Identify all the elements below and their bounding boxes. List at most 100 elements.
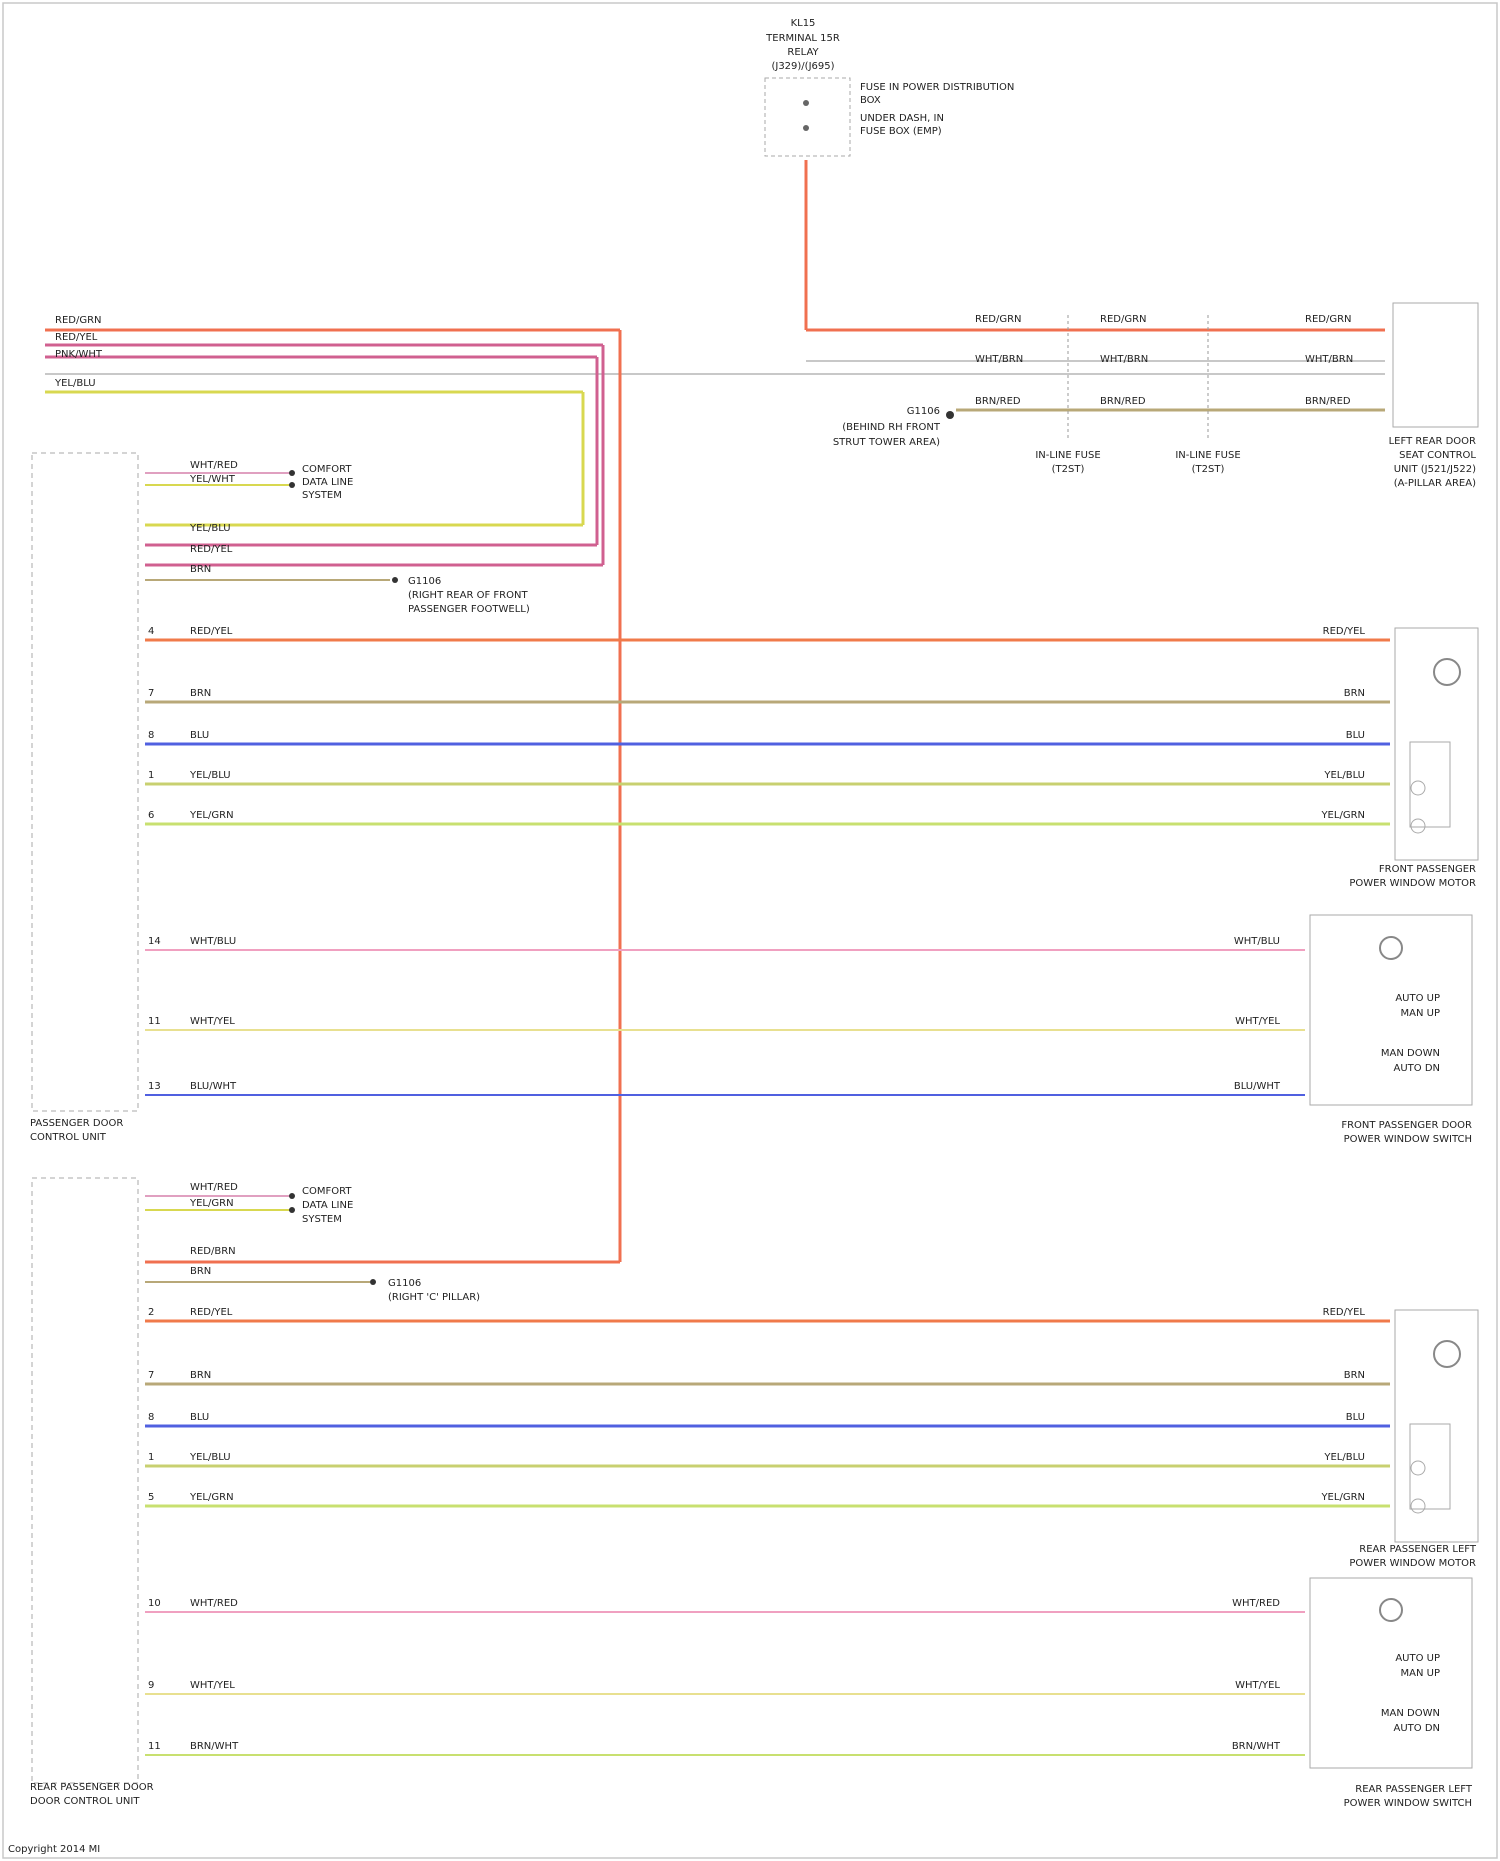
- rear-wire-label-1: RED/YEL: [190, 1307, 233, 1318]
- front-pin-3: 8: [148, 730, 154, 741]
- rear-pin2-1: 10: [148, 1598, 161, 1609]
- rt-l2-a: WHT/BRN: [975, 354, 1023, 365]
- rear-switch-name-1: REAR PASSENGER LEFT: [1355, 1784, 1473, 1795]
- front-door-unit: PASSENGER DOOR CONTROL UNIT WHT/RED YEL/…: [30, 453, 1478, 1145]
- rt-inline-4: (T2ST): [1192, 464, 1225, 475]
- rear-ground-2: (RIGHT 'C' PILLAR): [388, 1292, 480, 1303]
- rt-ground-1: G1106: [907, 406, 940, 417]
- rt-l3-c: BRN/RED: [1305, 396, 1351, 407]
- rear-pin-2: 7: [148, 1370, 154, 1381]
- rt-inline-2: (T2ST): [1052, 464, 1085, 475]
- front-wire-label-4: YEL/BLU: [189, 770, 231, 781]
- rt-l3-b: BRN/RED: [1100, 396, 1146, 407]
- front-unit-box: [32, 453, 138, 1111]
- rear-pin-4: 1: [148, 1452, 154, 1463]
- rear-right-label-3: BLU: [1346, 1412, 1365, 1423]
- rear-pin2-2: 9: [148, 1680, 154, 1691]
- rear-small-dot-2: [289, 1207, 295, 1213]
- front-switch-tag-3: MAN DOWN: [1381, 1048, 1440, 1059]
- rear-wire-label-3: BLU: [190, 1412, 209, 1423]
- front-pin-1: 4: [148, 626, 154, 637]
- rear-switch-box: [1310, 1578, 1472, 1768]
- front-wire2-label-1: WHT/BLU: [190, 936, 236, 947]
- front-switch-tag-1: AUTO UP: [1395, 993, 1440, 1004]
- rear-switch-tag-1: AUTO UP: [1395, 1653, 1440, 1664]
- rear-pin-3: 8: [148, 1412, 154, 1423]
- top-wire-label-1: RED/GRN: [55, 315, 102, 326]
- rear-switch-tag-3: MAN DOWN: [1381, 1708, 1440, 1719]
- front-right-label-3: BLU: [1346, 730, 1365, 741]
- relay-pin-b: [803, 125, 809, 131]
- rt-comp-3: UNIT (J521/J522): [1394, 464, 1476, 475]
- rt-comp-1: LEFT REAR DOOR: [1389, 436, 1476, 447]
- rear-right2-label-2: WHT/YEL: [1235, 1680, 1280, 1691]
- front-mid-label-3: BRN: [190, 564, 211, 575]
- front-small-target-3: SYSTEM: [302, 490, 342, 501]
- rear-motor-name-2: POWER WINDOW MOTOR: [1349, 1558, 1476, 1569]
- front-pin2-3: 13: [148, 1081, 161, 1092]
- front-pin2-1: 14: [148, 936, 161, 947]
- rear-pin-5: 5: [148, 1492, 154, 1503]
- front-pin2-2: 11: [148, 1016, 161, 1027]
- relay-box: [765, 78, 850, 156]
- front-switch-box: [1310, 915, 1472, 1105]
- rear-right-label-4: YEL/BLU: [1323, 1452, 1365, 1463]
- front-ground-2: (RIGHT REAR OF FRONT: [408, 590, 528, 601]
- front-ground-3: PASSENGER FOOTWELL): [408, 604, 530, 615]
- front-small-label-2: YEL/WHT: [189, 474, 236, 485]
- front-switch-name-2: POWER WINDOW SWITCH: [1344, 1134, 1472, 1145]
- copyright-footer: Copyright 2014 MI: [8, 1844, 100, 1855]
- top-wire-label-2: RED/YEL: [55, 332, 98, 343]
- rear-hall-sensor-box: [1410, 1424, 1450, 1509]
- front-sensor-icon-1: [1411, 781, 1425, 795]
- rear-switch-name-2: POWER WINDOW SWITCH: [1344, 1798, 1472, 1809]
- rt-l2-c: WHT/BRN: [1305, 354, 1353, 365]
- rear-motor-name-1: REAR PASSENGER LEFT: [1359, 1544, 1477, 1555]
- front-wire2-label-2: WHT/YEL: [190, 1016, 235, 1027]
- front-wire-label-2: BRN: [190, 688, 211, 699]
- page-border: [3, 3, 1497, 1858]
- relay-note-3: UNDER DASH, IN: [860, 113, 944, 124]
- rear-small-target-2: DATA LINE: [302, 1200, 353, 1211]
- relay-title-4: (J329)/(J695): [771, 61, 834, 72]
- rear-switch-lamp-icon: [1380, 1599, 1402, 1621]
- rear-wire2-label-2: WHT/YEL: [190, 1680, 235, 1691]
- front-small-target-1: COMFORT: [302, 464, 352, 475]
- rt-comp-4: (A-PILLAR AREA): [1394, 478, 1476, 489]
- front-wire-label-1: RED/YEL: [190, 626, 233, 637]
- rear-pin2-3: 11: [148, 1741, 161, 1752]
- front-ground-dot: [392, 577, 398, 583]
- front-right2-label-1: WHT/BLU: [1234, 936, 1280, 947]
- relay-note-2: BOX: [860, 95, 881, 106]
- front-unit-name-1: PASSENGER DOOR: [30, 1118, 123, 1129]
- rear-small-dot-1: [289, 1193, 295, 1199]
- front-motor-name-2: POWER WINDOW MOTOR: [1349, 878, 1476, 889]
- relay-pin-a: [803, 100, 809, 106]
- front-small-target-2: DATA LINE: [302, 477, 353, 488]
- front-right2-label-3: BLU/WHT: [1234, 1081, 1281, 1092]
- front-sensor-icon-2: [1411, 819, 1425, 833]
- front-switch-lamp-icon: [1380, 937, 1402, 959]
- rt-l1-a: RED/GRN: [975, 314, 1022, 325]
- rear-right2-label-1: WHT/RED: [1232, 1598, 1280, 1609]
- rear-wire2-label-1: WHT/RED: [190, 1598, 238, 1609]
- front-ground-1: G1106: [408, 576, 441, 587]
- front-switch-tag-2: MAN UP: [1401, 1008, 1440, 1019]
- front-right-label-5: YEL/GRN: [1320, 810, 1365, 821]
- rt-inline-1: IN-LINE FUSE: [1035, 450, 1100, 461]
- rear-wire-label-4: YEL/BLU: [189, 1452, 231, 1463]
- relay-title-1: KL15: [791, 18, 816, 29]
- rear-small-target-1: COMFORT: [302, 1186, 352, 1197]
- front-right-label-4: YEL/BLU: [1323, 770, 1365, 781]
- front-mid-label-2: RED/YEL: [190, 544, 233, 555]
- rear-wire-label-2: BRN: [190, 1370, 211, 1381]
- rear-wire2-label-3: BRN/WHT: [190, 1741, 239, 1752]
- rt-l1-c: RED/GRN: [1305, 314, 1352, 325]
- rear-right-label-5: YEL/GRN: [1320, 1492, 1365, 1503]
- rear-pin-1: 2: [148, 1307, 154, 1318]
- rear-right-label-1: RED/YEL: [1323, 1307, 1366, 1318]
- rear-right-label-2: BRN: [1344, 1370, 1365, 1381]
- rt-l2-b: WHT/BRN: [1100, 354, 1148, 365]
